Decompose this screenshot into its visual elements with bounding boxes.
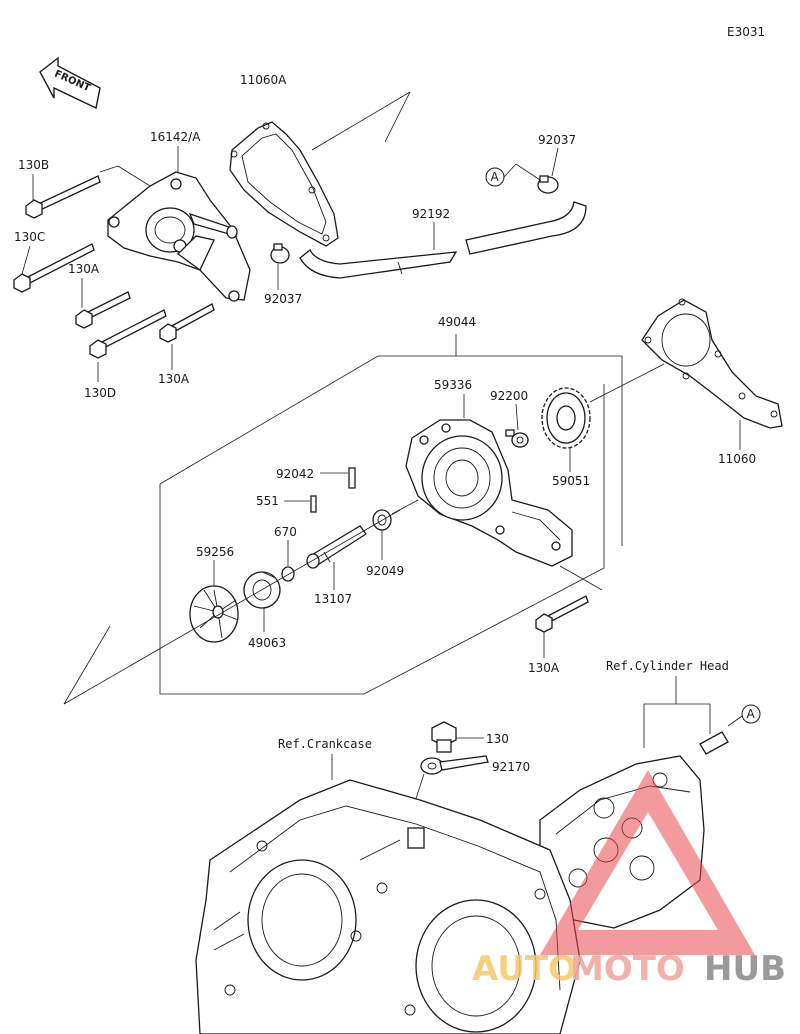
ref-cylinder-head: Ref.Cylinder Head [606,659,729,673]
label-130A-1: 130A [68,262,100,276]
clamp-92037-right [537,175,559,194]
bolt-130A-upper [75,291,131,329]
callout-a-top: A [485,167,505,187]
clamp-92037-left [270,243,290,264]
label-92042: 92042 [276,467,314,481]
gasket-11060A [229,121,339,247]
washer-92170 [420,755,489,775]
label-130A-3: 130A [528,661,560,675]
label-670: 670 [274,525,297,539]
label-130B: 130B [18,158,49,172]
washer-92200 [505,429,529,448]
label-92037-1: 92037 [264,292,302,306]
label-49063: 49063 [248,636,286,650]
bolt-130 [431,721,457,753]
label-59336: 59336 [434,378,472,392]
impeller-59256 [189,585,239,643]
crankcase [195,779,581,1034]
ref-crankcase: Ref.Crankcase [278,737,372,751]
pump-body-59336 [405,419,573,567]
diagram-code: E3031 [727,25,765,39]
svg-text:A: A [747,707,756,721]
label-59256: 59256 [196,545,234,559]
label-11060A: 11060A [240,73,287,87]
bolt-130D [89,309,167,359]
callout-a-bottom: A [741,704,761,724]
pump-cover-16142A [107,171,251,302]
front-arrow-icon: FRONT [39,56,101,110]
label-130D: 130D [84,386,116,400]
label-92037-2: 92037 [538,133,576,147]
gear-59051 [541,387,591,449]
fitting-cylinder-head [699,731,729,755]
label-130C: 130C [14,230,45,244]
label-551: 551 [256,494,279,508]
bolt-130A-lower [159,303,215,343]
label-130A-2: 130A [158,372,190,386]
label-13107: 13107 [314,592,352,606]
watermark: AUTO MOTO HUB [472,770,786,989]
pin-551 [310,495,317,513]
pin-92042 [348,467,356,489]
label-16142A: 16142/A [150,130,201,144]
label-59051: 59051 [552,474,590,488]
watermark-moto: MOTO [570,949,685,989]
label-92200: 92200 [490,389,528,403]
label-130: 130 [486,732,509,746]
o-ring-670 [281,566,295,582]
bolt-130A-pump [535,595,589,633]
gasket-11060 [641,298,783,429]
watermark-triangle-icon [540,770,755,955]
bolt-130B [25,175,101,219]
watermark-auto: AUTO [472,949,577,989]
label-49044: 49044 [438,315,476,329]
label-11060: 11060 [718,452,756,466]
label-92192: 92192 [412,207,450,221]
label-92049: 92049 [366,564,404,578]
label-92170: 92170 [492,760,530,774]
watermark-hub: HUB [704,949,786,989]
hose-92192 [299,201,587,279]
svg-text:A: A [491,170,500,184]
